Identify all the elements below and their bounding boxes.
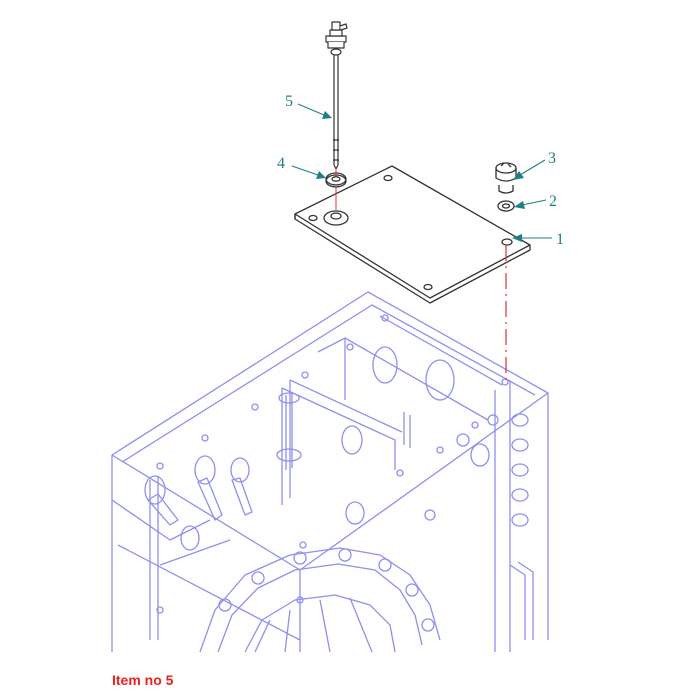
callout-2: 2 xyxy=(514,193,557,210)
callout-4-arrowhead xyxy=(316,171,326,179)
callout-5-label: 5 xyxy=(285,93,293,110)
callout-5-leader xyxy=(297,103,325,116)
washer xyxy=(497,200,515,212)
plate-hole-bottom xyxy=(423,283,433,291)
callout-5: 5 xyxy=(285,93,332,119)
callout-5-arrowhead xyxy=(322,111,332,119)
cover-plate xyxy=(294,165,531,304)
callout-2-label: 2 xyxy=(549,193,557,210)
transmission-housing xyxy=(111,291,549,653)
callout-2-leader xyxy=(521,199,547,206)
dipstick xyxy=(325,21,348,170)
plate-hole-right xyxy=(501,238,513,246)
callout-1: 1 xyxy=(512,231,564,248)
callout-3-label: 3 xyxy=(548,150,556,167)
plate-hole-top xyxy=(383,174,393,182)
callout-1-label: 1 xyxy=(556,231,564,248)
callout-1-arrowhead xyxy=(512,234,522,242)
callout-3: 3 xyxy=(513,150,556,180)
bolt xyxy=(495,162,517,194)
callout-3-leader xyxy=(519,159,546,176)
plate-hole-left xyxy=(308,214,318,222)
callout-4-label: 4 xyxy=(277,155,285,172)
callout-2-arrowhead xyxy=(514,201,525,209)
callout-4-leader xyxy=(291,165,319,176)
dipstick-boss xyxy=(323,210,349,226)
callout-3-arrowhead xyxy=(513,171,524,180)
callout-4: 4 xyxy=(277,155,326,179)
item-caption: Item no 5 xyxy=(112,672,174,688)
